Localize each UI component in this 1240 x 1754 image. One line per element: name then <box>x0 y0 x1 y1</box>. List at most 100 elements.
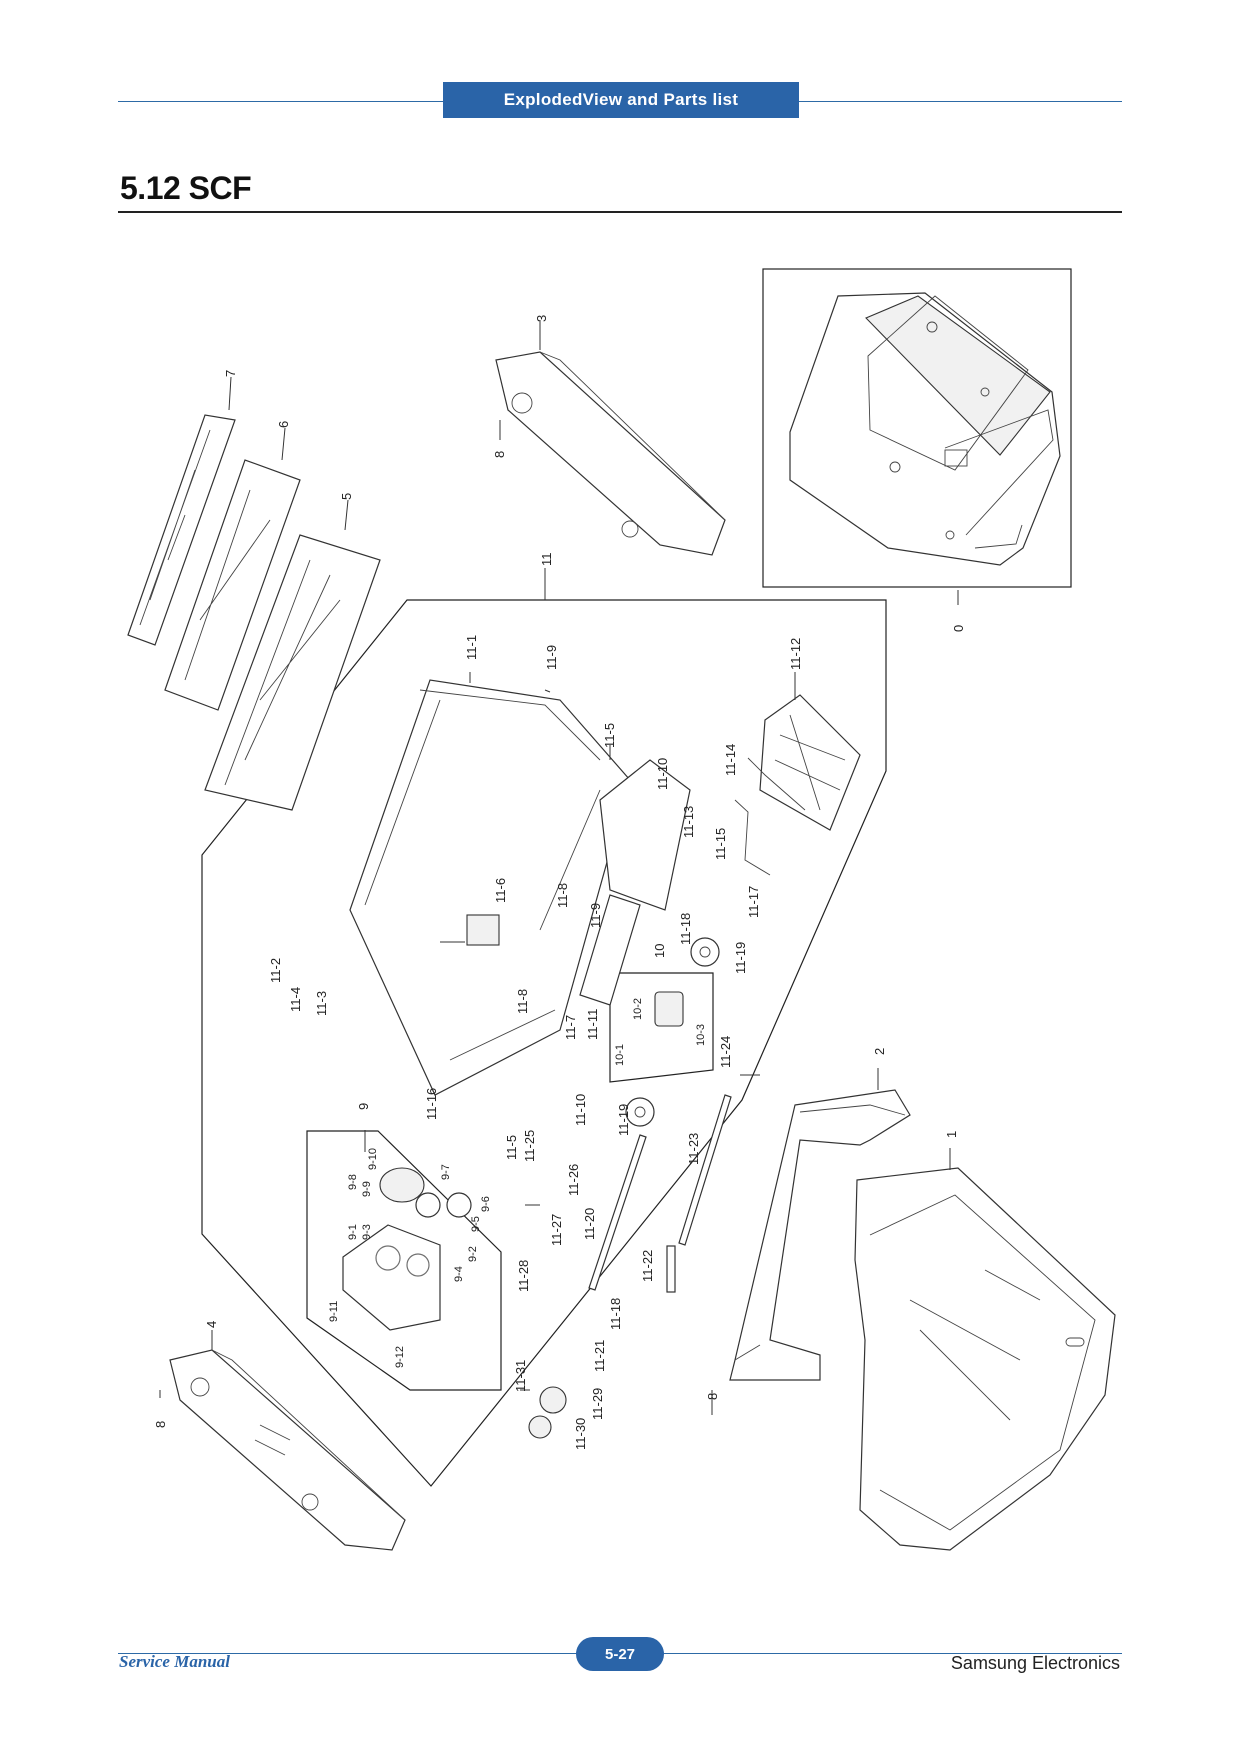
callout-11-1: 11-1 <box>464 635 479 660</box>
part-9-7-gear <box>415 1192 441 1218</box>
callout-9-12: 9-12 <box>394 1346 406 1368</box>
page-number-badge: 5-27 <box>576 1637 664 1671</box>
footer-company: Samsung Electronics <box>950 1653 1120 1673</box>
callout-11-22: 11-22 <box>640 1250 655 1282</box>
header-tab: ExplodedView and Parts list <box>443 82 799 118</box>
part-9-9-motor <box>379 1167 425 1203</box>
callout-11-2: 11-2 <box>268 958 283 983</box>
callout-11-18b: 11-18 <box>608 1298 623 1330</box>
callout-9-7: 9-7 <box>440 1164 452 1180</box>
part-9-4-gear <box>406 1253 430 1277</box>
callout-11-5b: 11-5 <box>504 1135 519 1160</box>
part-11-20-shaft <box>588 1134 647 1291</box>
callout-11-4: 11-4 <box>288 987 303 1012</box>
leader-lines <box>159 320 959 1415</box>
callout-11-30: 11-30 <box>573 1418 588 1450</box>
callout-11-9b: 11-9 <box>588 903 603 928</box>
callout-11-5a: 11-5 <box>602 723 617 748</box>
callout-11-13: 11-13 <box>681 806 696 838</box>
callout-9-9: 9-9 <box>361 1181 373 1197</box>
callout-11-8a: 11-8 <box>555 883 570 908</box>
callout-11-28: 11-28 <box>516 1260 531 1292</box>
callout-11-31: 11-31 <box>513 1360 528 1392</box>
callout-11-11: 11-11 <box>585 1009 600 1040</box>
callout-11-25: 11-25 <box>522 1130 537 1162</box>
part-11-13-plate <box>599 759 691 911</box>
callout-3: 3 <box>534 315 549 322</box>
part-11-11-guide <box>579 894 641 1006</box>
callout-8b: 8 <box>705 1393 720 1400</box>
footer-service-manual: Service Manual <box>119 1652 230 1671</box>
callout-11-15: 11-15 <box>713 828 728 860</box>
callout-11-20: 11-20 <box>582 1208 597 1240</box>
callout-7: 7 <box>223 370 238 377</box>
callout-11-17: 11-17 <box>746 886 761 918</box>
callout-11-8b: 11-8 <box>515 989 530 1014</box>
callout-2: 2 <box>872 1048 887 1055</box>
callout-6: 6 <box>276 421 291 428</box>
part-3-side-cover <box>495 351 726 556</box>
assembled-scf-drawing <box>789 292 1061 566</box>
callout-11-10a: 11-10 <box>655 758 670 790</box>
part-11-23-shaft <box>678 1094 732 1246</box>
section-title: 5.12 SCF <box>120 170 252 206</box>
group-11-outline <box>201 599 887 1487</box>
part-1-cassette <box>854 1167 1116 1551</box>
callout-8c: 8 <box>153 1421 168 1428</box>
part-11-29-gear <box>539 1386 567 1414</box>
callout-9-10: 9-10 <box>367 1148 379 1170</box>
callout-11-3: 11-3 <box>314 991 329 1016</box>
callout-11: 11 <box>539 553 554 567</box>
callout-9-3: 9-3 <box>361 1224 373 1240</box>
part-11-22-shaft <box>666 1245 676 1293</box>
callout-11-23: 11-23 <box>686 1133 701 1165</box>
title-rule <box>118 211 1122 213</box>
callout-11-21: 11-21 <box>592 1340 607 1372</box>
part-6-cover <box>164 459 301 711</box>
callout-11-6: 11-6 <box>493 878 508 903</box>
callout-10-3: 10-3 <box>695 1024 707 1046</box>
callout-9: 9 <box>356 1103 371 1110</box>
part-11-19-gear <box>690 937 720 967</box>
part-9-6-gear <box>446 1192 472 1218</box>
callout-11-7: 11-7 <box>563 1015 578 1040</box>
part-11-14-link <box>747 757 806 811</box>
callout-11-26: 11-26 <box>566 1164 581 1196</box>
part-10-2-roller <box>654 991 684 1027</box>
group-10-box <box>609 972 714 1083</box>
callout-11-19b: 11-19 <box>616 1104 631 1136</box>
callout-9-11: 9-11 <box>328 1301 340 1322</box>
part-2-cover <box>729 1089 911 1381</box>
callout-9-5: 9-5 <box>470 1216 482 1232</box>
part-11-15-link <box>734 799 771 876</box>
part-9-3-gear <box>375 1245 401 1271</box>
part-11-19-gear-lower <box>625 1097 655 1127</box>
callout-11-29: 11-29 <box>590 1388 605 1420</box>
callout-11-24: 11-24 <box>718 1036 733 1068</box>
callout-11-27: 11-27 <box>549 1214 564 1246</box>
callout-9-2: 9-2 <box>467 1246 479 1262</box>
callout-9-6: 9-6 <box>480 1196 492 1212</box>
callout-11-18a: 11-18 <box>678 913 693 945</box>
callout-1: 1 <box>944 1131 959 1138</box>
callout-10: 10 <box>652 944 667 958</box>
callout-labels: 7 6 5 3 8 11 0 11-1 11-9 11-12 11-5 11-1… <box>153 315 966 1450</box>
assembled-view-frame <box>762 268 1072 588</box>
callout-4: 4 <box>204 1321 219 1328</box>
callout-10-1: 10-1 <box>614 1044 626 1066</box>
callout-11-16: 11-16 <box>424 1088 439 1120</box>
callout-8a: 8 <box>492 451 507 458</box>
callout-11-9a: 11-9 <box>544 645 559 670</box>
callout-5: 5 <box>339 493 354 500</box>
callout-11-12: 11-12 <box>788 638 803 670</box>
group-9-box <box>306 1130 502 1391</box>
part-11-30-gear <box>528 1415 552 1439</box>
callout-9-4: 9-4 <box>453 1266 465 1282</box>
part-5-frame <box>204 534 381 811</box>
part-11-12-frame <box>759 694 861 831</box>
callout-11-19a: 11-19 <box>733 942 748 974</box>
part-9-1-plate <box>342 1224 441 1331</box>
callout-10-2: 10-2 <box>632 998 644 1020</box>
callout-9-8: 9-8 <box>347 1174 359 1190</box>
